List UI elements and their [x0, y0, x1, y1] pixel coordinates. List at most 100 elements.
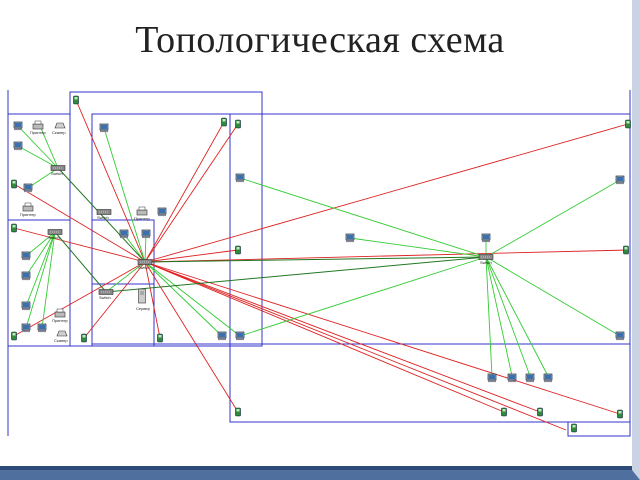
computer-icon	[21, 271, 31, 281]
link-green	[485, 256, 513, 377]
computer-icon	[37, 323, 47, 333]
printer-label: Принтер	[52, 318, 69, 323]
printer-icon	[32, 120, 44, 130]
link-red	[144, 261, 621, 415]
link-trunk	[57, 167, 146, 263]
link-green	[103, 127, 146, 263]
link-red	[75, 99, 146, 263]
phone-icon	[157, 333, 163, 343]
link-green	[144, 233, 147, 263]
computer-icon	[21, 251, 31, 261]
link-green	[485, 256, 531, 377]
printer-icon	[22, 202, 34, 212]
scanner-icon	[56, 330, 68, 337]
computer-icon	[21, 323, 31, 333]
phone-icon	[537, 407, 543, 417]
phone-icon	[11, 331, 17, 341]
computer-icon	[507, 373, 517, 383]
switch-label: Switch	[51, 171, 63, 176]
link-green	[17, 125, 59, 169]
printer-label: Принтер	[20, 212, 37, 217]
link-green	[27, 167, 59, 189]
printer-icon	[54, 308, 66, 318]
link-red	[144, 261, 567, 431]
switch-icon	[98, 289, 114, 295]
scanner-label: Сканер	[54, 338, 68, 343]
link-red	[144, 249, 239, 263]
phone-icon	[571, 423, 577, 433]
computer-icon	[345, 233, 355, 243]
link-green	[25, 231, 56, 257]
link-green	[41, 231, 56, 329]
computer-icon	[487, 373, 497, 383]
computer-icon	[13, 141, 23, 151]
switch-label: Switch	[97, 215, 109, 220]
phone-icon	[501, 407, 507, 417]
phone-icon	[235, 245, 241, 255]
link-green	[105, 261, 146, 293]
computer-icon	[481, 233, 491, 243]
switch-icon	[50, 165, 66, 171]
link-red	[83, 261, 146, 339]
computer-icon	[13, 121, 23, 131]
link-green	[123, 233, 146, 263]
link-red	[13, 183, 146, 263]
switch-icon	[96, 209, 112, 215]
link-green	[239, 177, 487, 258]
phone-icon	[221, 117, 227, 127]
switch-label: Switch	[48, 235, 60, 240]
link-green	[17, 145, 59, 169]
computer-icon	[525, 373, 535, 383]
link-green	[25, 231, 56, 329]
computer-icon	[21, 301, 31, 311]
link-red	[144, 261, 505, 413]
switch-icon	[478, 254, 494, 260]
link-green	[144, 261, 223, 337]
link-green	[485, 256, 549, 377]
computer-icon	[543, 373, 553, 383]
phone-icon	[81, 333, 87, 343]
computer-icon	[235, 173, 245, 183]
room-boundary	[91, 283, 155, 347]
phone-icon	[617, 409, 623, 419]
link-green	[349, 237, 487, 258]
switch-label: Switch	[99, 295, 111, 300]
scanner-icon	[54, 122, 66, 129]
link-green	[144, 261, 241, 337]
switch-label: Switch	[138, 265, 150, 270]
computer-icon	[615, 331, 625, 341]
room-boundary	[91, 113, 631, 345]
phone-icon	[235, 407, 241, 417]
link-trunk	[105, 256, 487, 293]
computer-icon	[217, 331, 227, 341]
printer-icon	[136, 206, 148, 216]
link-red	[144, 123, 239, 263]
printer-label: Принтер	[134, 216, 151, 221]
computer-icon	[99, 123, 109, 133]
link-green	[485, 179, 621, 258]
link-red	[144, 249, 629, 263]
phone-icon	[11, 179, 17, 189]
computer-icon	[157, 207, 167, 217]
phone-icon	[625, 119, 631, 129]
switch-icon	[137, 259, 153, 265]
scanner-label: Сканер	[52, 130, 66, 135]
link-red	[13, 261, 146, 337]
computer-icon	[235, 331, 245, 341]
server-icon	[138, 288, 146, 304]
switch-label: Switch	[480, 260, 492, 265]
phone-icon	[235, 119, 241, 129]
link-red	[144, 121, 225, 263]
link-red	[13, 227, 146, 263]
computer-icon	[119, 229, 129, 239]
phone-icon	[623, 245, 629, 255]
page-title: Топологическая схема	[135, 19, 505, 61]
room-boundary	[567, 421, 631, 437]
link-green	[25, 231, 56, 307]
computer-icon	[615, 175, 625, 185]
link-trunk	[54, 231, 107, 293]
link-green	[485, 256, 493, 377]
computer-icon	[23, 183, 33, 193]
link-green	[485, 256, 621, 337]
